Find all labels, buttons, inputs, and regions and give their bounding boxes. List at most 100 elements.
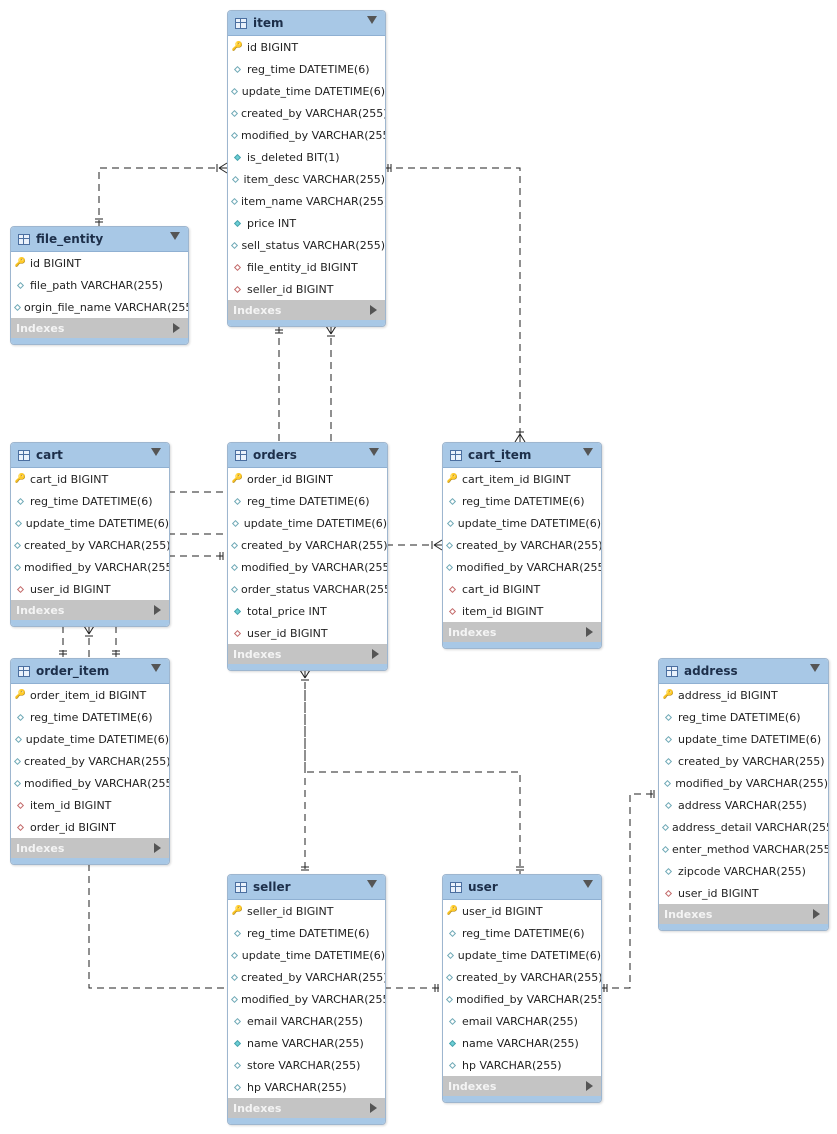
column-row[interactable]: 🔑seller_id BIGINT — [228, 900, 385, 922]
column-row[interactable]: reg_time DATETIME(6) — [228, 58, 385, 80]
column-row[interactable]: 🔑cart_item_id BIGINT — [443, 468, 601, 490]
column-row[interactable]: modified_by VARCHAR(255) — [659, 772, 828, 794]
column-row[interactable]: item_id BIGINT — [11, 794, 169, 816]
table-header[interactable]: order_item — [11, 659, 169, 684]
column-row[interactable]: hp VARCHAR(255) — [443, 1054, 601, 1076]
column-row[interactable]: created_by VARCHAR(255) — [11, 534, 169, 556]
column-row[interactable]: update_time DATETIME(6) — [11, 728, 169, 750]
column-row[interactable]: modified_by VARCHAR(255) — [228, 556, 387, 578]
collapse-arrow-icon[interactable] — [151, 664, 161, 672]
column-row[interactable]: email VARCHAR(255) — [443, 1010, 601, 1032]
table-header[interactable]: file_entity — [11, 227, 188, 252]
column-row[interactable]: created_by VARCHAR(255) — [228, 102, 385, 124]
column-row[interactable]: modified_by VARCHAR(255) — [443, 556, 601, 578]
expand-arrow-icon[interactable] — [813, 909, 820, 919]
column-row[interactable]: update_time DATETIME(6) — [228, 944, 385, 966]
collapse-arrow-icon[interactable] — [367, 16, 377, 24]
expand-arrow-icon[interactable] — [154, 843, 161, 853]
indexes-section[interactable]: Indexes — [443, 622, 601, 642]
column-row[interactable]: reg_time DATETIME(6) — [443, 922, 601, 944]
column-row[interactable]: modified_by VARCHAR(255) — [11, 556, 169, 578]
column-row[interactable]: reg_time DATETIME(6) — [11, 490, 169, 512]
column-row[interactable]: 🔑user_id BIGINT — [443, 900, 601, 922]
column-row[interactable]: hp VARCHAR(255) — [228, 1076, 385, 1098]
column-row[interactable]: update_time DATETIME(6) — [11, 512, 169, 534]
indexes-section[interactable]: Indexes — [11, 318, 188, 338]
column-row[interactable]: is_deleted BIT(1) — [228, 146, 385, 168]
collapse-arrow-icon[interactable] — [810, 664, 820, 672]
indexes-section[interactable]: Indexes — [228, 300, 385, 320]
column-row[interactable]: item_id BIGINT — [443, 600, 601, 622]
collapse-arrow-icon[interactable] — [151, 448, 161, 456]
column-row[interactable]: 🔑cart_id BIGINT — [11, 468, 169, 490]
column-row[interactable]: 🔑id BIGINT — [228, 36, 385, 58]
expand-arrow-icon[interactable] — [372, 649, 379, 659]
table-header[interactable]: orders — [228, 443, 387, 468]
column-row[interactable]: user_id BIGINT — [11, 578, 169, 600]
collapse-arrow-icon[interactable] — [583, 880, 593, 888]
column-row[interactable]: modified_by VARCHAR(255) — [228, 988, 385, 1010]
indexes-section[interactable]: Indexes — [228, 644, 387, 664]
table-header[interactable]: item — [228, 11, 385, 36]
column-row[interactable]: reg_time DATETIME(6) — [228, 922, 385, 944]
column-row[interactable]: total_price INT — [228, 600, 387, 622]
column-row[interactable]: order_id BIGINT — [11, 816, 169, 838]
collapse-arrow-icon[interactable] — [583, 448, 593, 456]
column-row[interactable]: file_entity_id BIGINT — [228, 256, 385, 278]
expand-arrow-icon[interactable] — [586, 1081, 593, 1091]
table-header[interactable]: user — [443, 875, 601, 900]
column-row[interactable]: item_desc VARCHAR(255) — [228, 168, 385, 190]
column-row[interactable]: modified_by VARCHAR(255) — [443, 988, 601, 1010]
column-row[interactable]: seller_id BIGINT — [228, 278, 385, 300]
column-row[interactable]: store VARCHAR(255) — [228, 1054, 385, 1076]
column-row[interactable]: update_time DATETIME(6) — [659, 728, 828, 750]
column-row[interactable]: item_name VARCHAR(255) — [228, 190, 385, 212]
expand-arrow-icon[interactable] — [154, 605, 161, 615]
expand-arrow-icon[interactable] — [173, 323, 180, 333]
column-row[interactable]: name VARCHAR(255) — [228, 1032, 385, 1054]
column-row[interactable]: address VARCHAR(255) — [659, 794, 828, 816]
column-row[interactable]: reg_time DATETIME(6) — [443, 490, 601, 512]
column-row[interactable]: modified_by VARCHAR(255) — [11, 772, 169, 794]
indexes-section[interactable]: Indexes — [443, 1076, 601, 1096]
column-row[interactable]: user_id BIGINT — [228, 622, 387, 644]
table-header[interactable]: cart — [11, 443, 169, 468]
collapse-arrow-icon[interactable] — [369, 448, 379, 456]
column-row[interactable]: order_status VARCHAR(255) — [228, 578, 387, 600]
column-row[interactable]: update_time DATETIME(6) — [443, 944, 601, 966]
column-row[interactable]: 🔑id BIGINT — [11, 252, 188, 274]
collapse-arrow-icon[interactable] — [367, 880, 377, 888]
column-row[interactable]: update_time DATETIME(6) — [228, 80, 385, 102]
column-row[interactable]: reg_time DATETIME(6) — [11, 706, 169, 728]
table-header[interactable]: seller — [228, 875, 385, 900]
column-row[interactable]: email VARCHAR(255) — [228, 1010, 385, 1032]
expand-arrow-icon[interactable] — [370, 1103, 377, 1113]
column-row[interactable]: 🔑address_id BIGINT — [659, 684, 828, 706]
column-row[interactable]: name VARCHAR(255) — [443, 1032, 601, 1054]
column-row[interactable]: orgin_file_name VARCHAR(255) — [11, 296, 188, 318]
column-row[interactable]: zipcode VARCHAR(255) — [659, 860, 828, 882]
column-row[interactable]: reg_time DATETIME(6) — [659, 706, 828, 728]
column-row[interactable]: update_time DATETIME(6) — [228, 512, 387, 534]
indexes-section[interactable]: Indexes — [228, 1098, 385, 1118]
column-row[interactable]: update_time DATETIME(6) — [443, 512, 601, 534]
column-row[interactable]: cart_id BIGINT — [443, 578, 601, 600]
column-row[interactable]: sell_status VARCHAR(255) — [228, 234, 385, 256]
column-row[interactable]: created_by VARCHAR(255) — [443, 534, 601, 556]
expand-arrow-icon[interactable] — [370, 305, 377, 315]
column-row[interactable]: modified_by VARCHAR(255) — [228, 124, 385, 146]
column-row[interactable]: created_by VARCHAR(255) — [659, 750, 828, 772]
column-row[interactable]: 🔑order_item_id BIGINT — [11, 684, 169, 706]
column-row[interactable]: reg_time DATETIME(6) — [228, 490, 387, 512]
indexes-section[interactable]: Indexes — [659, 904, 828, 924]
expand-arrow-icon[interactable] — [586, 627, 593, 637]
column-row[interactable]: created_by VARCHAR(255) — [228, 966, 385, 988]
